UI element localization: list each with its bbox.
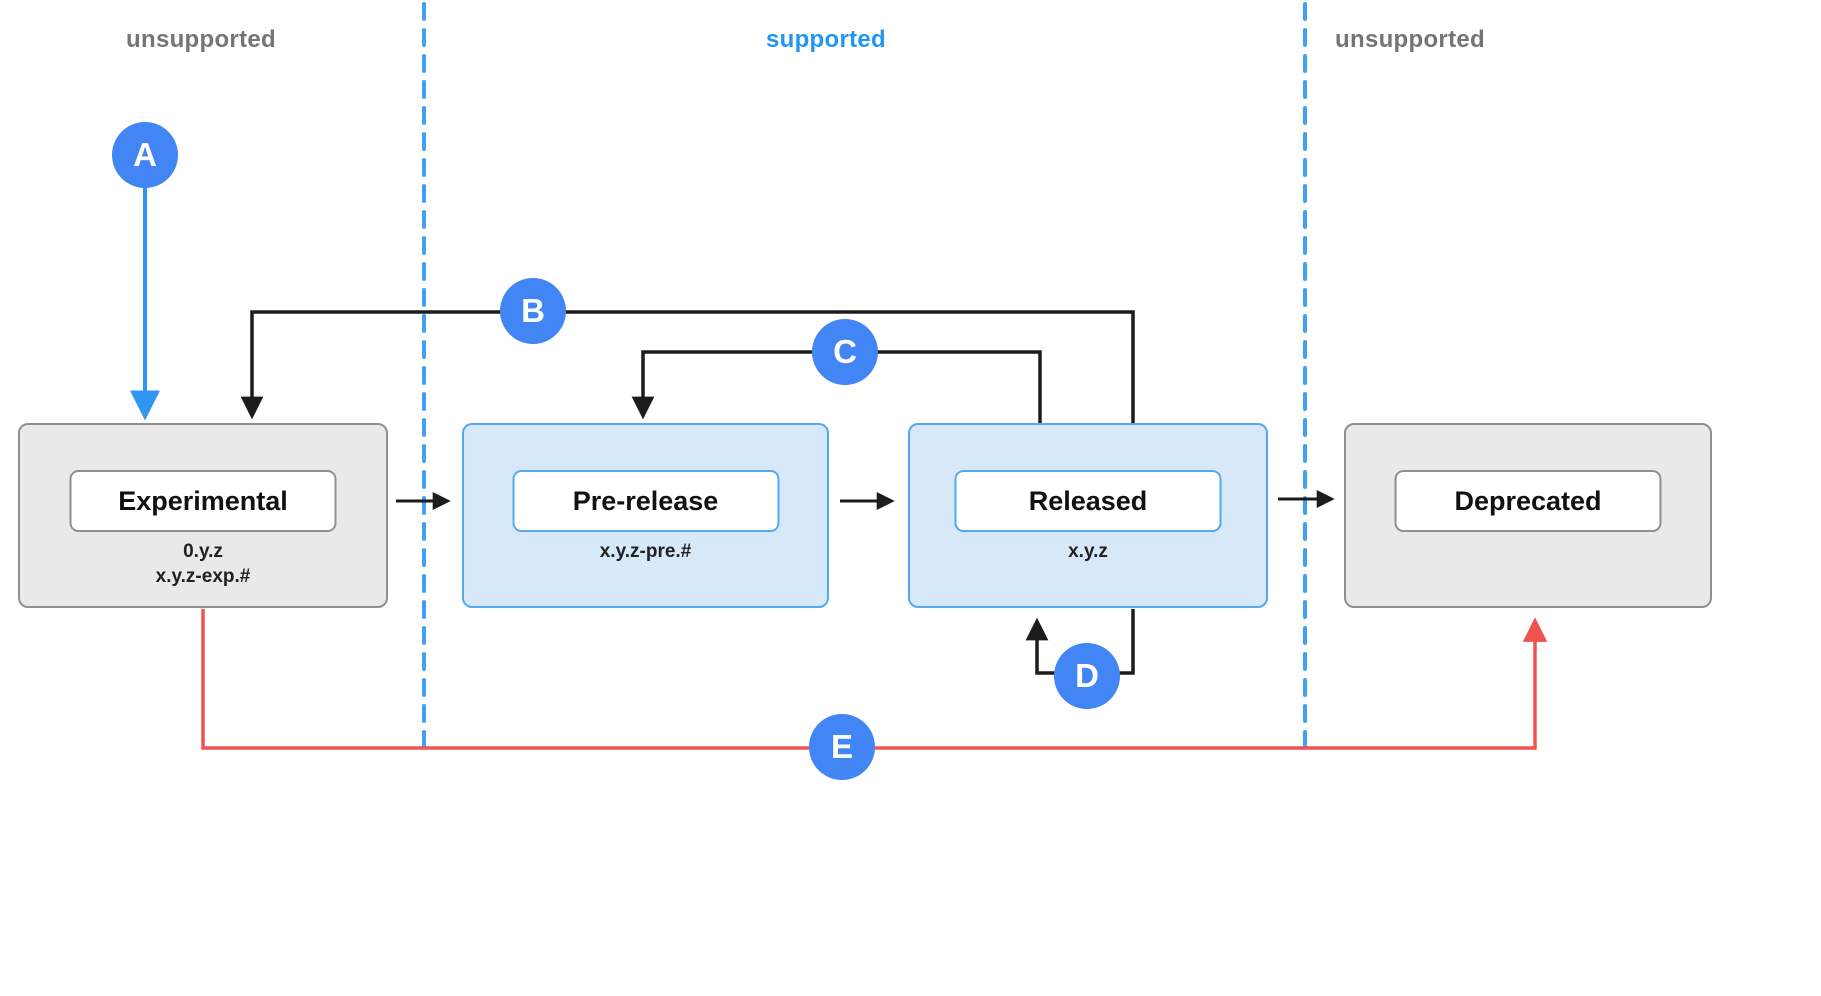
stage-versions-experimental: 0.y.z x.y.z-exp.# xyxy=(20,539,386,589)
zone-label-supported: supported xyxy=(765,26,887,53)
stage-title-experimental: Experimental xyxy=(69,470,337,532)
stage-title-prerelease: Pre-release xyxy=(512,470,779,532)
marker-circle-c: C xyxy=(812,319,878,385)
zone-label-unsupported-left: unsupported xyxy=(126,26,276,53)
stage-box-released: Released x.y.z xyxy=(908,423,1268,608)
marker-circle-e: E xyxy=(809,714,875,780)
stage-title-deprecated: Deprecated xyxy=(1394,470,1662,532)
stage-box-prerelease: Pre-release x.y.z-pre.# xyxy=(462,423,829,608)
marker-circle-d: D xyxy=(1054,643,1120,709)
stage-versions-prerelease: x.y.z-pre.# xyxy=(464,539,827,564)
stage-title-released: Released xyxy=(954,470,1222,532)
version-pattern: 0.y.z xyxy=(183,541,223,562)
stage-versions-released: x.y.z xyxy=(910,539,1266,564)
stage-box-experimental: Experimental 0.y.z x.y.z-exp.# xyxy=(18,423,388,608)
version-pattern: x.y.z-exp.# xyxy=(155,566,251,587)
zone-label-unsupported-right: unsupported xyxy=(1335,26,1485,53)
arrow-b-released-to-experimental xyxy=(240,310,1135,423)
marker-circle-b: B xyxy=(500,278,566,344)
version-pattern: x.y.z-pre.# xyxy=(599,541,692,562)
version-pattern: x.y.z xyxy=(1068,541,1108,562)
marker-circle-a: A xyxy=(112,122,178,188)
stage-box-deprecated: Deprecated xyxy=(1344,423,1712,608)
